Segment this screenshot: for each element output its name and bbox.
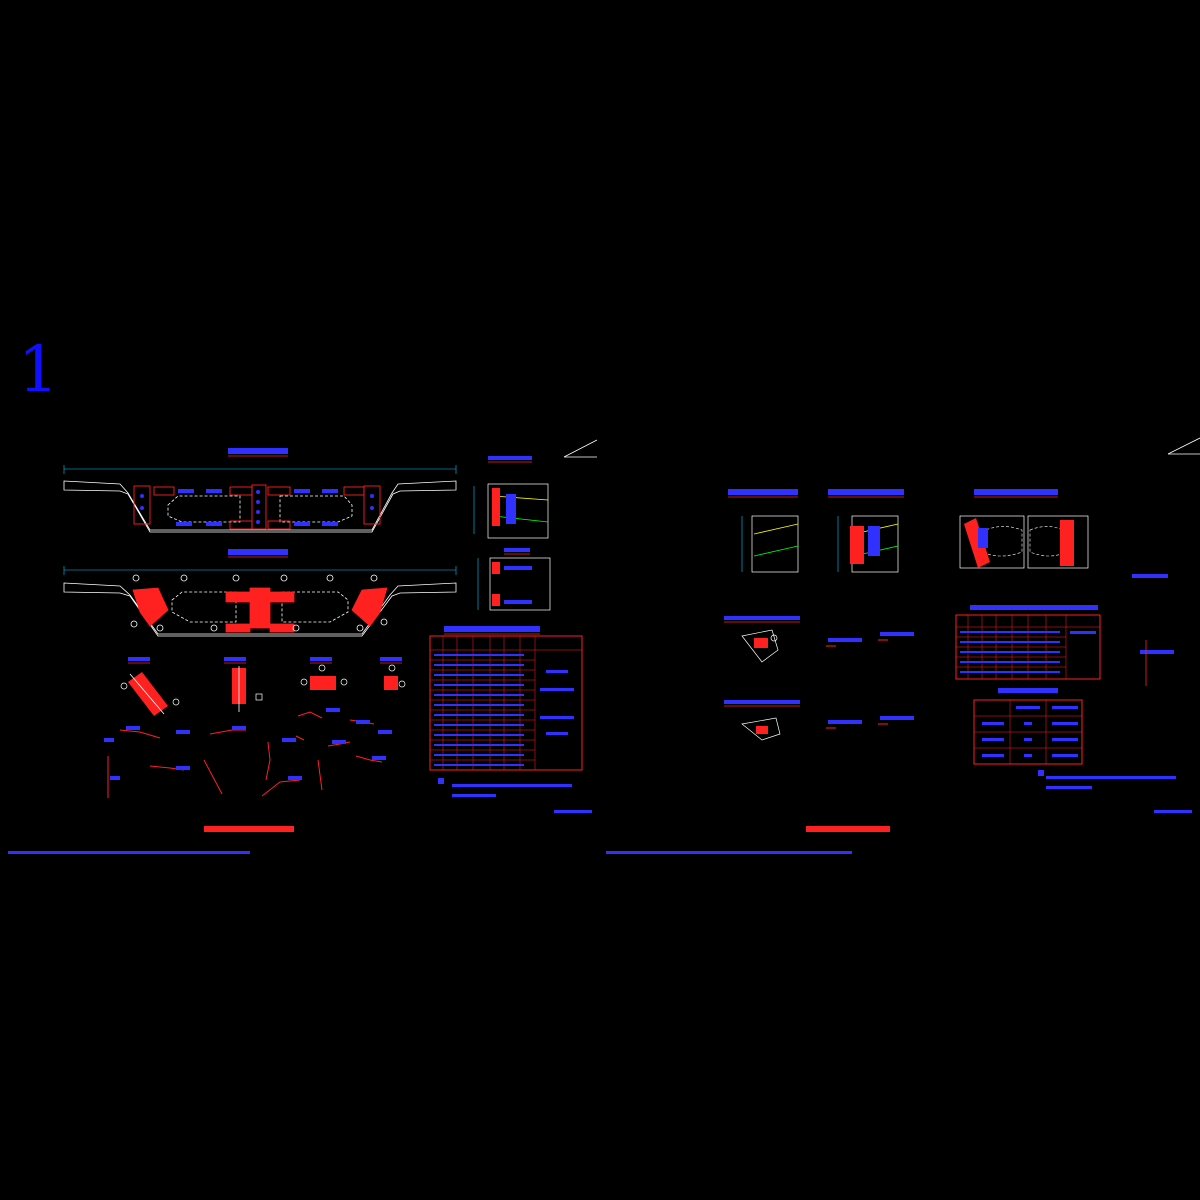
view-3-panel <box>959 515 1089 569</box>
north-arrow-icon-right <box>1167 437 1200 455</box>
sheet-number: 1 <box>18 333 59 407</box>
drawing-number <box>554 810 592 813</box>
box-girder-section-a <box>63 480 457 533</box>
view-2-panel <box>837 515 899 573</box>
rebar-schedule-table <box>429 626 583 771</box>
detail-view-3 <box>300 657 348 690</box>
bar-shape-labels <box>104 708 392 780</box>
view-1-panel <box>741 515 799 573</box>
right-callouts <box>1132 574 1174 686</box>
right-summary-table <box>973 688 1083 765</box>
section-a-anchor-blocks <box>133 484 381 530</box>
file-path-right <box>606 851 852 854</box>
left-sheet <box>8 439 598 854</box>
detail-view-2 <box>224 657 263 712</box>
detail-view-right-1 <box>724 616 914 663</box>
notes-block-right <box>1038 770 1176 789</box>
drawing-title-right <box>806 826 890 832</box>
bar-shape-details <box>107 711 383 798</box>
drawing-number-right <box>1154 810 1192 813</box>
section-b-marker-circles <box>130 574 388 632</box>
file-path <box>8 851 250 854</box>
north-arrow-icon <box>563 439 598 458</box>
view-title-1 <box>728 489 798 495</box>
side-detail-top <box>473 456 549 539</box>
section-b-dimension <box>63 566 457 575</box>
section-a-title <box>228 448 288 454</box>
section-b-anchor-blocks <box>132 587 388 633</box>
right-sheet <box>606 437 1200 854</box>
view-title-3 <box>974 489 1058 495</box>
detail-view-right-2 <box>724 700 914 741</box>
section-b-title <box>228 549 288 555</box>
detail-view-1 <box>120 657 180 716</box>
drawing-title <box>204 826 294 832</box>
view-title-2 <box>828 489 904 495</box>
section-a-dimension <box>63 465 457 474</box>
side-detail-bottom <box>477 548 551 611</box>
notes-block <box>438 778 572 797</box>
right-schedule-table <box>955 605 1101 680</box>
detail-view-4 <box>380 657 406 690</box>
section-a-labels <box>140 489 374 526</box>
